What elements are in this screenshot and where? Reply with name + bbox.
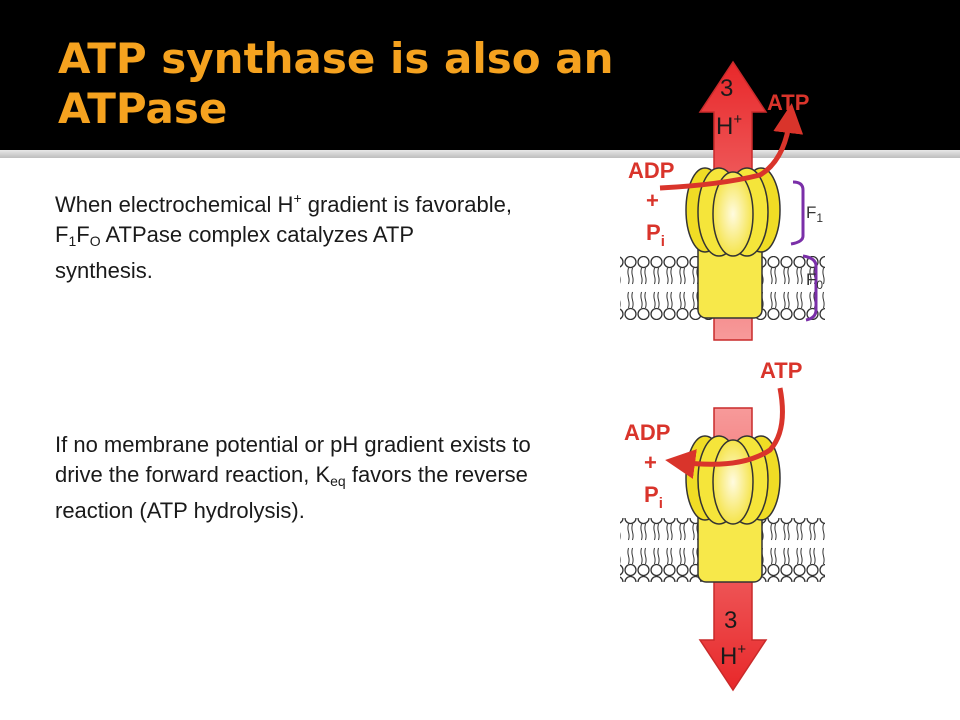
f1-bracket	[790, 180, 805, 246]
para2-text-1: If no membrane potential or pH gradient …	[55, 432, 531, 487]
f1-head-bottom	[685, 435, 781, 525]
paragraph-synthesis: When electrochemical H+ gradient is favo…	[55, 183, 515, 286]
proton-count-top: 3	[720, 75, 733, 102]
slide-title: ATP synthase is also an ATPase	[58, 34, 614, 133]
diagram-synthesis: 3 H+ ATP ADP + Pi F1 F0	[620, 60, 825, 341]
proton-symbol-top: H+	[716, 111, 742, 140]
adp-label-top: ADP	[628, 158, 674, 183]
f1-label: F1	[806, 203, 823, 225]
atp-label-bottom: ATP	[760, 358, 802, 383]
para1-sub-1: 1	[68, 233, 77, 249]
para2-text-2: favors the reverse reaction (ATP hydroly…	[55, 462, 528, 523]
atp-formation-arrow	[659, 103, 804, 191]
f0-label: F0	[806, 270, 823, 292]
para2-sub-eq: eq	[330, 473, 346, 489]
plus-label-bottom: +	[644, 450, 657, 475]
para1-text-2: gradient is favorable, F	[55, 192, 512, 247]
atp-hydrolysis-arrow	[665, 387, 785, 479]
proton-count-bottom: 3	[724, 607, 737, 634]
atp-label-top: ATP	[767, 90, 809, 115]
para1-sup-plus: +	[293, 190, 302, 206]
pi-label-top: Pi	[646, 220, 665, 250]
paragraph-hydrolysis: If no membrane potential or pH gradient …	[55, 430, 555, 526]
plus-label-top: +	[646, 188, 659, 213]
title-divider	[0, 150, 960, 158]
diagram-hydrolysis: ATP ADP + Pi 3 H+	[620, 358, 825, 692]
para1-sub-o: O	[89, 233, 101, 249]
para1-text-4: ATPase complex catalyzes ATP synthesis.	[55, 222, 414, 283]
adp-label-bottom: ADP	[624, 420, 670, 445]
f0-bracket	[802, 254, 818, 322]
proton-symbol-bottom: H+	[720, 641, 746, 670]
pi-label-bottom: Pi	[644, 482, 663, 512]
f1-head-top	[685, 167, 781, 257]
para1-text-3: F	[76, 222, 90, 247]
para1-text-1: When electrochemical H	[55, 192, 294, 217]
